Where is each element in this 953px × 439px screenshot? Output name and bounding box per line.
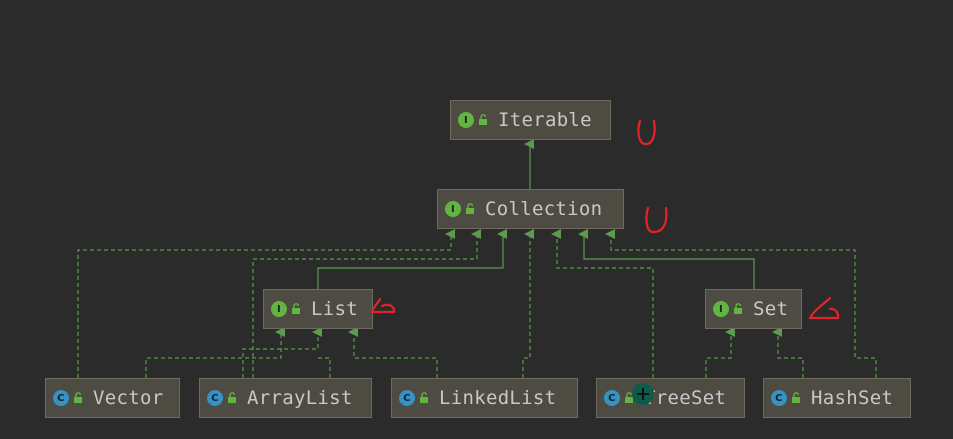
edge-treeset-set [705, 327, 735, 378]
edge-vector-collection [77, 229, 455, 378]
node-collection[interactable]: I Collection [437, 189, 624, 229]
class-badge-icon: C [604, 390, 620, 406]
node-treeset[interactable]: C TreeSet [596, 378, 745, 418]
interface-badge-icon: I [713, 301, 729, 317]
edge-arraylist-collection [252, 229, 481, 378]
unlocked-icon [228, 392, 236, 403]
unlocked-icon [74, 392, 82, 403]
node-label: ArrayList [247, 387, 353, 409]
node-label: HashSet [811, 387, 894, 409]
edge-arraylist-list-2 [318, 357, 331, 378]
edge-vector-list [145, 327, 285, 378]
edge-list-collection [317, 229, 507, 289]
node-iterable[interactable]: I Iterable [450, 100, 611, 140]
move-cursor-icon [632, 383, 654, 405]
edge-hashset-set [772, 327, 804, 378]
handwritten-triangle-mark-list [370, 297, 396, 314]
node-label: Iterable [498, 109, 592, 131]
interface-badge-icon: I [445, 201, 461, 217]
node-hashset[interactable]: C HashSet [763, 378, 911, 418]
class-badge-icon: C [399, 390, 415, 406]
interface-badge-icon: I [458, 112, 474, 128]
unlocked-icon [734, 303, 742, 314]
node-label: Collection [485, 198, 603, 220]
node-vector[interactable]: C Vector [45, 378, 180, 418]
node-list[interactable]: I List [263, 289, 373, 329]
edge-set-collection [578, 229, 755, 289]
edge-linkedlist-list [348, 327, 438, 378]
unlocked-icon [466, 203, 474, 214]
unlocked-icon [479, 114, 487, 125]
node-set[interactable]: I Set [705, 289, 802, 329]
node-label: Vector [93, 387, 164, 409]
node-label: List [311, 298, 358, 320]
edge-linkedlist-collection [522, 229, 534, 378]
unlocked-icon [792, 392, 800, 403]
class-badge-icon: C [771, 390, 787, 406]
edge-treeset-collection [551, 229, 654, 378]
node-label: Set [753, 298, 789, 320]
edge-hashset-collection [605, 229, 877, 378]
node-label: TreeSet [644, 387, 727, 409]
class-badge-icon: C [207, 390, 223, 406]
node-arraylist[interactable]: C ArrayList [199, 378, 372, 418]
handwritten-u-mark-collection [645, 206, 668, 234]
node-label: LinkedList [439, 387, 557, 409]
unlocked-icon [625, 392, 633, 403]
handwritten-triangle-mark-set [808, 296, 840, 320]
interface-badge-icon: I [271, 301, 287, 317]
node-linkedlist[interactable]: C LinkedList [391, 378, 578, 418]
unlocked-icon [292, 303, 300, 314]
class-badge-icon: C [53, 390, 69, 406]
unlocked-icon [420, 392, 428, 403]
handwritten-u-mark-iterable [637, 119, 656, 146]
edge-arraylist-list [242, 327, 322, 378]
